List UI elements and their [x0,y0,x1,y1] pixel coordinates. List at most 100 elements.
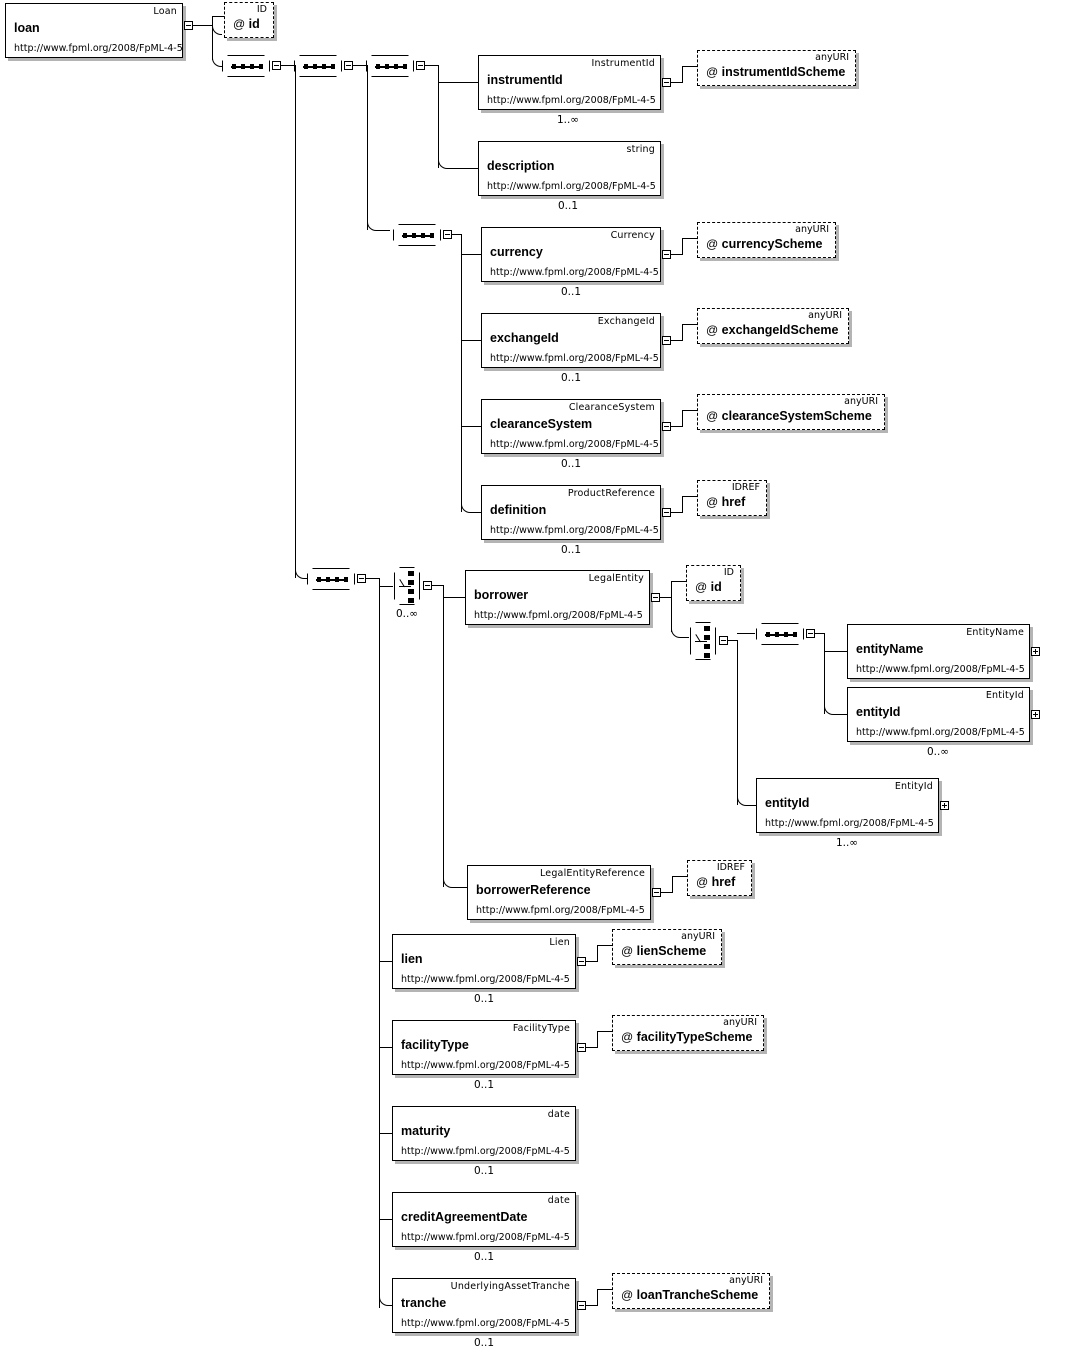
element-box-entityId-outer[interactable]: EntityId entityId http://www.fpml.org/20… [756,778,939,833]
expander-lien[interactable] [577,957,586,966]
expander-entityName[interactable] [1031,647,1040,656]
element-namespace-label: http://www.fpml.org/2008/FpML-4-5 [856,727,1025,738]
attribute-name-label: @ href [696,875,736,889]
attribute-name-label: @ exchangeIdScheme [706,323,839,337]
element-box-lien[interactable]: Lien lien http://www.fpml.org/2008/FpML-… [392,934,576,989]
element-box-clearanceSystem[interactable]: ClearanceSystem clearanceSystem http://w… [481,399,661,454]
expander-choice-borrower[interactable] [423,581,432,590]
expander-loan[interactable] [184,21,193,30]
element-namespace-label: http://www.fpml.org/2008/FpML-4-5 [401,1060,570,1071]
attribute-box-id[interactable]: ID @ id [224,2,274,38]
element-name-label: clearanceSystem [490,417,593,431]
element-type-label: date [547,1195,570,1206]
expander-currency[interactable] [662,250,671,259]
expander-choice-legal-entity[interactable] [719,636,728,645]
attribute-box-borrowerReference-href[interactable]: IDREF @ href [687,860,752,896]
attribute-box-facilityTypeScheme[interactable]: anyURI @ facilityTypeScheme [612,1015,764,1051]
attribute-type-label: anyURI [844,396,878,407]
expander-sequence-3[interactable] [416,61,425,70]
attribute-box-lienScheme[interactable]: anyURI @ lienScheme [612,929,722,965]
element-name-label: maturity [401,1124,451,1138]
expander-entityId-outer[interactable] [940,801,949,810]
attribute-type-label: IDREF [716,862,745,873]
element-namespace-label: http://www.fpml.org/2008/FpML-4-5 [487,95,656,106]
attribute-name-label: @ lienScheme [621,944,707,958]
expander-exchangeId[interactable] [662,336,671,345]
element-box-entityId-inner[interactable]: EntityId entityId http://www.fpml.org/20… [847,687,1030,742]
element-namespace-label: http://www.fpml.org/2008/FpML-4-5 [14,43,183,54]
element-box-loan[interactable]: Loan loan http://www.fpml.org/2008/FpML-… [5,3,183,58]
expander-tranche[interactable] [577,1301,586,1310]
expander-sequence-5[interactable] [357,574,366,583]
cardinality-definition: 0..1 [560,544,582,556]
element-namespace-label: http://www.fpml.org/2008/FpML-4-5 [476,905,645,916]
expander-clearanceSystem[interactable] [662,422,671,431]
attribute-name-label: @ facilityTypeScheme [621,1030,753,1044]
cardinality-description: 0..1 [557,200,579,212]
element-box-entityName[interactable]: EntityName entityName http://www.fpml.or… [847,624,1030,679]
expander-sequence-6[interactable] [806,629,815,638]
element-namespace-label: http://www.fpml.org/2008/FpML-4-5 [401,1232,570,1243]
element-box-definition[interactable]: ProductReference definition http://www.f… [481,485,661,540]
attribute-type-label: IDREF [731,482,760,493]
element-type-label: EntityName [966,627,1024,638]
attribute-name-label: @ currencyScheme [706,237,823,251]
element-box-borrowerReference[interactable]: LegalEntityReference borrowerReference h… [467,865,651,920]
expander-definition[interactable] [662,508,671,517]
attribute-name-label: @ id [695,580,722,594]
expander-sequence-1[interactable] [272,61,281,70]
attribute-box-clearanceSystemScheme[interactable]: anyURI @ clearanceSystemScheme [697,394,885,430]
element-box-exchangeId[interactable]: ExchangeId exchangeId http://www.fpml.or… [481,313,661,368]
attribute-type-label: anyURI [729,1275,763,1286]
element-box-borrower[interactable]: LegalEntity borrower http://www.fpml.org… [465,570,650,625]
element-box-currency[interactable]: Currency currency http://www.fpml.org/20… [481,227,661,282]
cardinality-lien: 0..1 [473,993,495,1005]
element-namespace-label: http://www.fpml.org/2008/FpML-4-5 [490,439,659,450]
element-namespace-label: http://www.fpml.org/2008/FpML-4-5 [490,267,659,278]
attribute-box-exchangeIdScheme[interactable]: anyURI @ exchangeIdScheme [697,308,849,344]
element-name-label: currency [490,245,543,259]
attribute-box-loanTrancheScheme[interactable]: anyURI @ loanTrancheScheme [612,1273,770,1309]
choice-node-legal-entity[interactable] [690,622,716,660]
attribute-type-label: ID [256,4,267,15]
element-type-label: Currency [610,230,655,241]
sequence-node-1[interactable] [222,55,270,77]
expander-borrowerReference[interactable] [652,888,661,897]
element-box-facilityType[interactable]: FacilityType facilityType http://www.fpm… [392,1020,576,1075]
element-box-description[interactable]: string description http://www.fpml.org/2… [478,141,661,196]
sequence-node-6[interactable] [756,623,804,645]
element-name-label: definition [490,503,547,517]
cardinality-borrower-choice: 0..∞ [395,608,419,620]
attribute-type-label: anyURI [681,931,715,942]
choice-node-borrower[interactable] [394,567,420,605]
sequence-node-3[interactable] [366,55,414,77]
element-name-label: instrumentId [487,73,563,87]
element-type-label: LegalEntity [588,573,644,584]
element-type-label: Lien [549,937,570,948]
element-name-label: description [487,159,555,173]
sequence-node-2[interactable] [294,55,342,77]
element-name-label: borrower [474,588,529,602]
attribute-box-definition-href[interactable]: IDREF @ href [697,480,767,516]
attribute-box-instrumentIdScheme[interactable]: anyURI @ instrumentIdScheme [697,50,856,86]
attribute-box-currencyScheme[interactable]: anyURI @ currencyScheme [697,222,836,258]
element-box-maturity[interactable]: date maturity http://www.fpml.org/2008/F… [392,1106,576,1161]
cardinality-tranche: 0..1 [473,1337,495,1349]
expander-instrumentId[interactable] [662,78,671,87]
element-type-label: InstrumentId [591,58,655,69]
element-box-creditAgreementDate[interactable]: date creditAgreementDate http://www.fpml… [392,1192,576,1247]
element-type-label: EntityId [985,690,1024,701]
expander-facilityType[interactable] [577,1043,586,1052]
cardinality-creditAgreementDate: 0..1 [473,1251,495,1263]
expander-entityId-inner[interactable] [1031,710,1040,719]
expander-sequence-2[interactable] [344,61,353,70]
element-namespace-label: http://www.fpml.org/2008/FpML-4-5 [490,525,659,536]
expander-borrower[interactable] [651,593,660,602]
attribute-name-label: @ instrumentIdScheme [706,65,846,79]
element-box-instrumentId[interactable]: InstrumentId instrumentId http://www.fpm… [478,55,661,110]
attribute-box-borrower-id[interactable]: ID @ id [686,565,741,601]
element-box-tranche[interactable]: UnderlyingAssetTranche tranche http://ww… [392,1278,576,1333]
sequence-node-4[interactable] [393,224,441,246]
sequence-node-5[interactable] [307,568,355,590]
expander-sequence-4[interactable] [443,230,452,239]
